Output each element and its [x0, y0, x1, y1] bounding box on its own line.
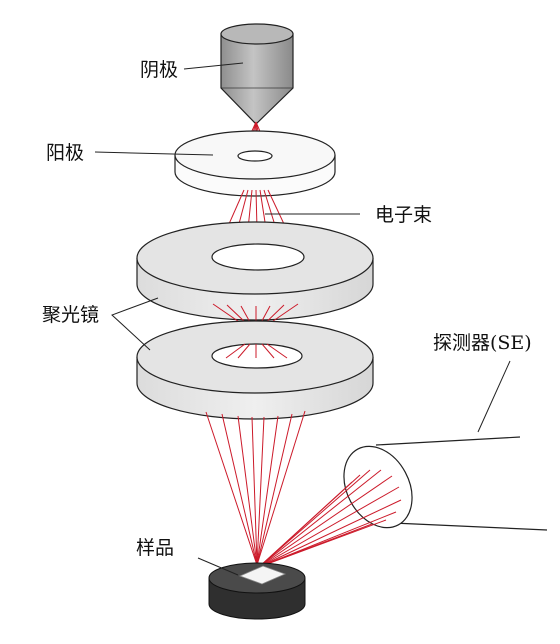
cathode	[220, 23, 294, 125]
label-electron-beam: 电子束	[375, 204, 432, 226]
leader-lines	[94, 62, 511, 576]
label-cathode: 阴极	[140, 59, 178, 81]
condenser-lens-lower	[136, 320, 374, 420]
beam-secondary-electrons	[258, 469, 402, 568]
sample-stage	[208, 562, 306, 620]
anode-disk	[174, 130, 336, 197]
beam-lower-hole	[225, 343, 288, 359]
label-condenser-lens: 聚光镜	[42, 304, 99, 326]
label-sample: 样品	[136, 537, 174, 559]
beam-to-sample	[205, 410, 306, 566]
detector-tube	[343, 436, 548, 531]
condenser-lens-upper	[136, 221, 374, 321]
label-anode: 阳极	[46, 142, 84, 164]
label-detector: 探测器(SE)	[433, 332, 532, 354]
